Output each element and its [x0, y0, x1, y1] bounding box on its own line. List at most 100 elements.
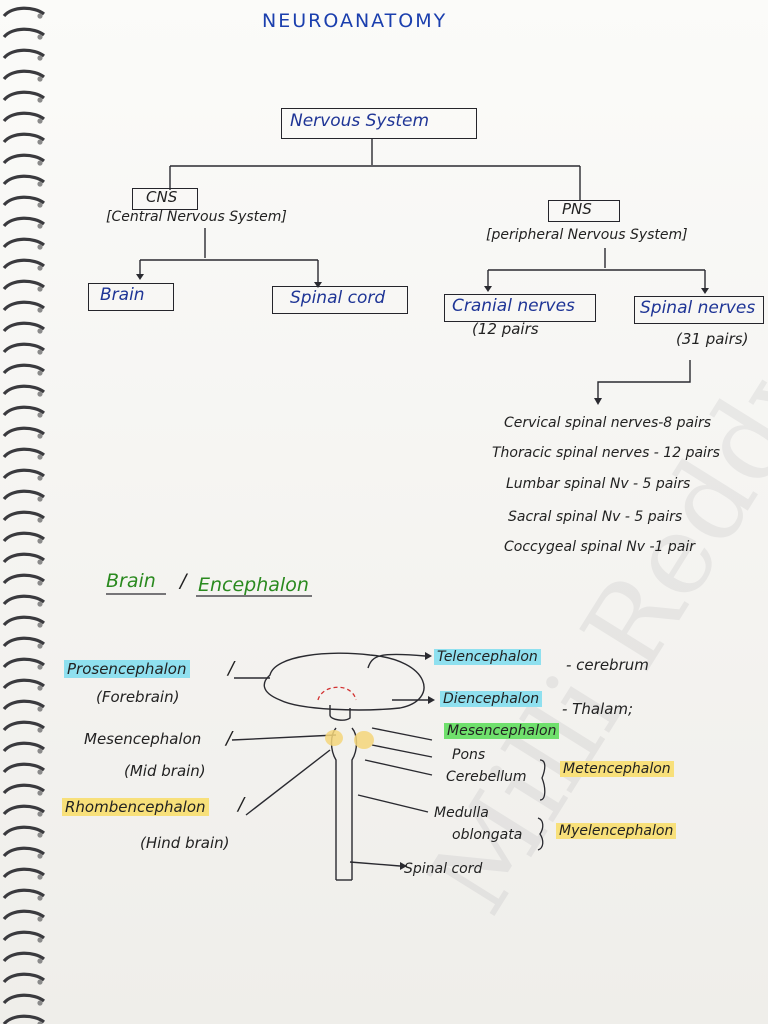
cns-full: [Central Nervous System]	[106, 209, 287, 225]
spiral-hole	[37, 412, 43, 418]
spiral-coil	[2, 972, 45, 984]
cerebellum-label: Cerebellum	[446, 769, 527, 785]
diencephalon-text: Diencephalon	[440, 691, 543, 707]
spiral-hole	[37, 55, 43, 61]
encephalon-heading: Encephalon	[198, 574, 309, 596]
spiral-coil	[2, 636, 45, 648]
telencephalon-label: Telencephalon	[434, 649, 541, 665]
nervous-system-box	[281, 108, 477, 139]
spiral-coil	[2, 846, 45, 858]
spiral-hole	[37, 916, 43, 922]
spinal-breakdown-item: Lumbar spinal Nv - 5 pairs	[506, 476, 691, 492]
rhombencephalon-label: Rhombencephalon	[62, 798, 209, 816]
spiral-coil	[2, 1014, 45, 1024]
pns-box	[548, 200, 620, 222]
brain-heading: Brain	[106, 570, 156, 592]
spiral-coil	[2, 804, 45, 816]
spiral-coil	[2, 90, 45, 102]
spiral-coil	[2, 174, 45, 186]
spiral-hole	[37, 370, 43, 376]
cranial-pairs: (12 pairs	[472, 320, 539, 338]
spiral-coil	[2, 48, 45, 60]
spiral-coil	[2, 27, 45, 39]
spiral-coil	[2, 6, 45, 18]
spiral-hole	[37, 286, 43, 292]
spiral-coil	[2, 657, 45, 669]
slash-mark: /	[226, 728, 233, 749]
prosencephalon-text: Prosencephalon	[64, 660, 190, 678]
spiral-hole	[37, 139, 43, 145]
spiral-coil	[2, 342, 45, 354]
spiral-hole	[37, 1021, 43, 1024]
cerebrum-label: - cerebrum	[566, 656, 649, 674]
spiral-hole	[37, 958, 43, 964]
oblongata-label: oblongata	[452, 827, 523, 843]
spiral-coil	[2, 762, 45, 774]
spiral-coil	[2, 888, 45, 900]
spinal-breakdown-item: Sacral spinal Nv - 5 pairs	[508, 509, 683, 525]
spiral-hole	[37, 643, 43, 649]
spinal-nerves-box	[634, 296, 764, 324]
spiral-coil	[2, 468, 45, 480]
midbrain-label: (Mid brain)	[124, 762, 206, 780]
spiral-hole	[37, 874, 43, 880]
spiral-hole	[37, 496, 43, 502]
spiral-coil	[2, 741, 45, 753]
spiral-coil	[2, 258, 45, 270]
spinal-cord-box	[272, 286, 408, 314]
spiral-coil	[2, 153, 45, 165]
forebrain-label: (Forebrain)	[96, 688, 180, 706]
slash-mark: /	[238, 794, 245, 815]
spiral-coil	[2, 867, 45, 879]
spiral-coil	[2, 447, 45, 459]
spiral-hole	[37, 559, 43, 565]
spiral-coil	[2, 216, 45, 228]
spiral-coil	[2, 825, 45, 837]
spiral-hole	[37, 895, 43, 901]
spiral-hole	[37, 1000, 43, 1006]
metencephalon-text: Metencephalon	[560, 761, 674, 777]
spiral-coil	[2, 363, 45, 375]
spiral-hole	[37, 454, 43, 460]
spinal-pairs: (31 pairs)	[676, 330, 749, 348]
spiral-hole	[37, 118, 43, 124]
medulla-label: Medulla	[434, 805, 489, 821]
spiral-hole	[37, 706, 43, 712]
spiral-coil	[2, 951, 45, 963]
spiral-hole	[37, 244, 43, 250]
spiral-hole	[37, 937, 43, 943]
spiral-hole	[37, 538, 43, 544]
spiral-coil	[2, 384, 45, 396]
mesencephalon-left-label: Mesencephalon	[84, 730, 202, 748]
spiral-coil	[2, 69, 45, 81]
spiral-hole	[37, 328, 43, 334]
spiral-coil	[2, 489, 45, 501]
spiral-hole	[37, 181, 43, 187]
cranial-nerves-label: Cranial nerves	[452, 296, 575, 316]
spiral-coil	[2, 720, 45, 732]
spinal-cord-diagram-label: Spinal cord	[404, 861, 483, 877]
spiral-coil	[2, 132, 45, 144]
metencephalon-label: Metencephalon	[560, 761, 674, 777]
telencephalon-text: Telencephalon	[434, 649, 541, 665]
rhombencephalon-text: Rhombencephalon	[62, 798, 209, 816]
spiral-hole	[37, 265, 43, 271]
spiral-hole	[37, 664, 43, 670]
mesencephalon-right-label: Mesencephalon	[444, 723, 560, 739]
page-title: NEUROANATOMY	[262, 10, 448, 32]
spiral-hole	[37, 832, 43, 838]
spinal-breakdown-item: Coccygeal spinal Nv -1 pair	[504, 539, 696, 555]
spiral-coil	[2, 993, 45, 1005]
nervous-system-label: Nervous System	[290, 111, 430, 131]
spinal-cord-label: Spinal cord	[290, 288, 386, 308]
pns-abbr: PNS	[562, 200, 592, 218]
spiral-binding	[2, 6, 45, 1024]
spiral-hole	[37, 223, 43, 229]
thalamus-label: - Thalam;	[562, 700, 634, 718]
brain-box	[88, 283, 174, 311]
spiral-hole	[37, 202, 43, 208]
myelencephalon-label: Myelencephalon	[556, 823, 677, 839]
mesencephalon-right-text: Mesencephalon	[444, 723, 560, 739]
myelencephalon-text: Myelencephalon	[556, 823, 677, 839]
spiral-coil	[2, 573, 45, 585]
